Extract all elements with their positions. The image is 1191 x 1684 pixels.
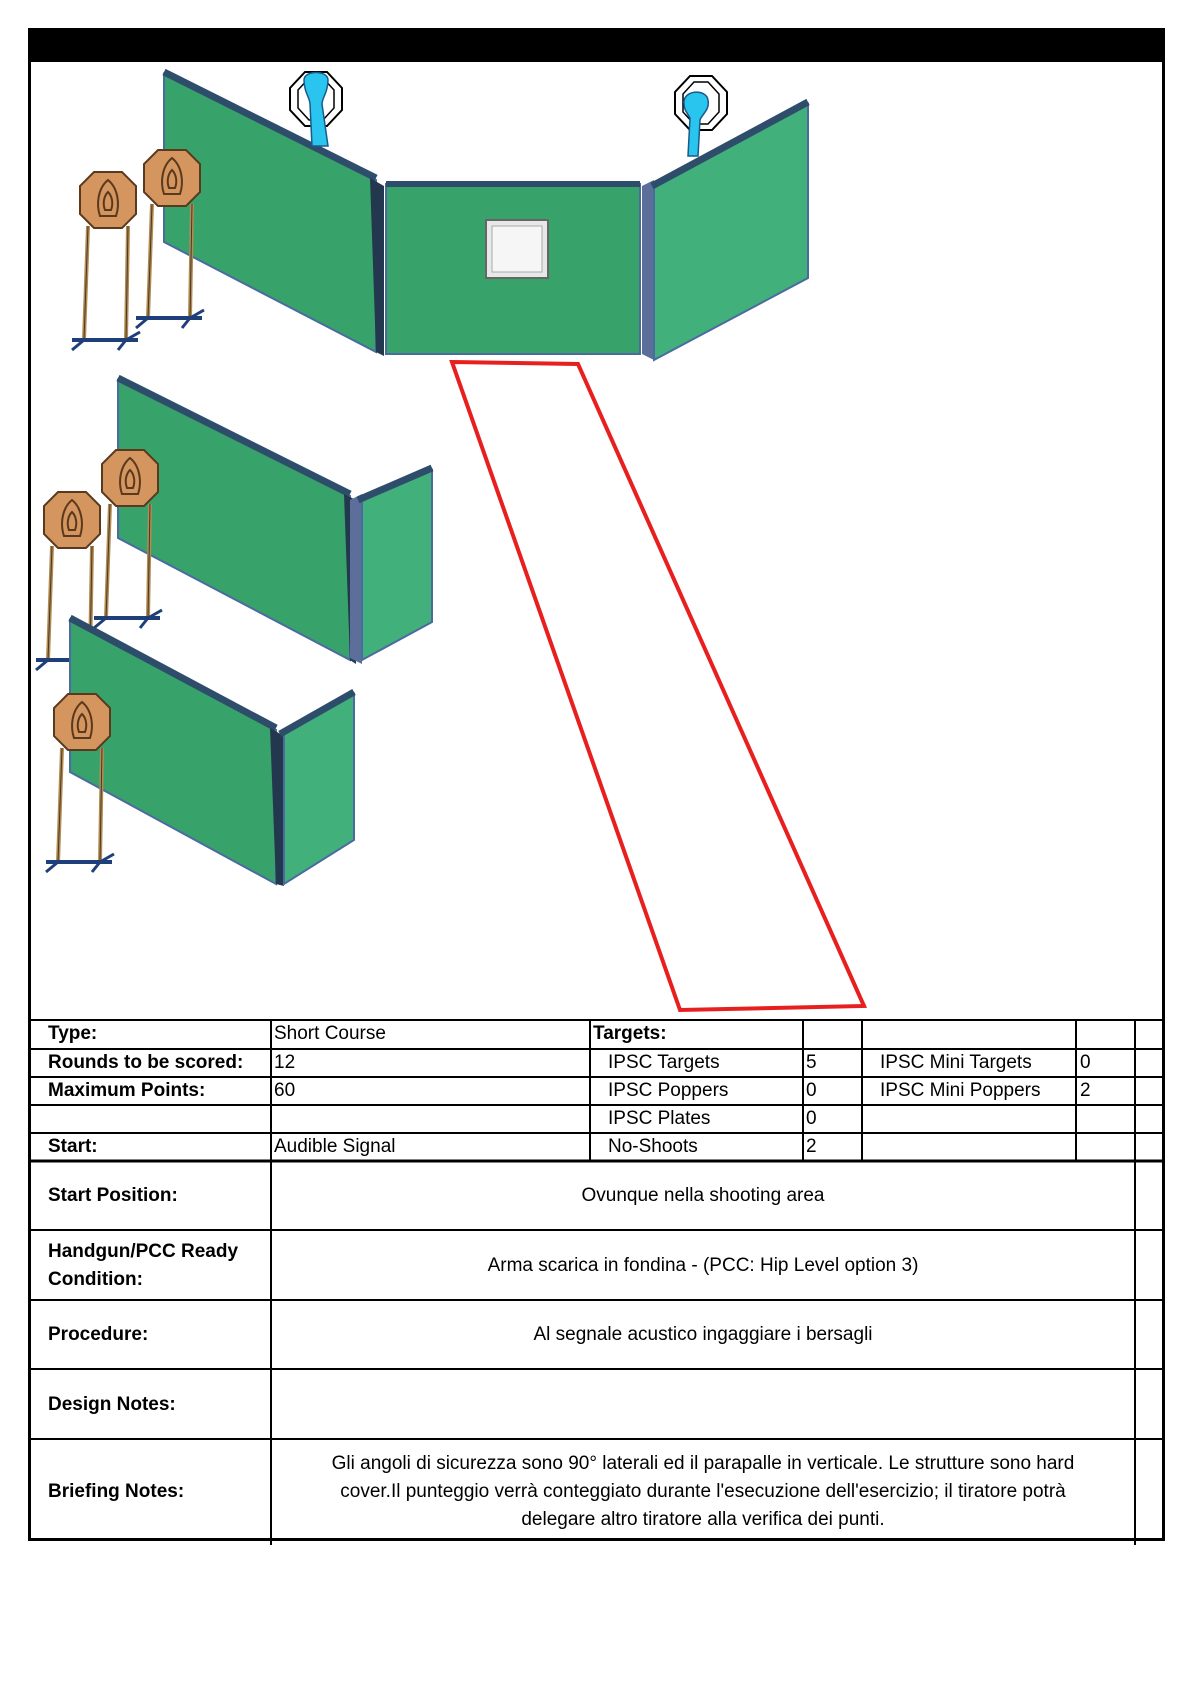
mini-targets-label: IPSC Mini Targets [880, 1052, 1032, 1073]
design-notes-label: Design Notes: [48, 1393, 176, 1415]
mini-popper-icon [289, 71, 343, 147]
window-port-icon [485, 219, 549, 279]
header-bar [28, 28, 1165, 62]
briefing-line-3: delegare altro tiratore alla verifica de… [521, 1509, 885, 1530]
no-shoots-value: 2 [806, 1136, 817, 1157]
points-label: Maximum Points: [48, 1080, 206, 1101]
points-value: 60 [274, 1080, 296, 1101]
wall-middle [116, 374, 434, 664]
wall-center [385, 181, 641, 355]
mini-targets-value: 0 [1080, 1052, 1091, 1073]
ready-condition-label: Handgun/PCC Ready Condition: [48, 1231, 268, 1300]
ipsc-plates-label: IPSC Plates [608, 1108, 711, 1129]
type-value: Short Course [274, 1023, 386, 1044]
wall-lower [68, 614, 356, 886]
ipsc-poppers-value: 0 [806, 1080, 817, 1101]
briefing-line-1: Gli angoli di sicurezza sono 90° lateral… [331, 1453, 1075, 1474]
ready-condition-value: Arma scarica in fondina - (PCC: Hip Leve… [487, 1254, 919, 1276]
shooting-area-icon [449, 359, 868, 1013]
summary-table-grid [30, 1019, 1163, 1545]
ipsc-targets-value: 5 [806, 1052, 817, 1073]
ready-condition-label-line2: Condition: [48, 1268, 143, 1290]
stage-diagram [34, 68, 868, 1013]
briefing-line-2: cover.Il punteggio verrà conteggiato dur… [340, 1481, 1066, 1502]
start-value: Audible Signal [274, 1136, 396, 1157]
start-position-label: Start Position: [48, 1185, 178, 1206]
briefing-notes-value: Gli angoli di sicurezza sono 90° lateral… [272, 1440, 1134, 1544]
no-shoots-label: No-Shoots [608, 1136, 698, 1157]
start-position-value: Ovunque nella shooting area [581, 1185, 825, 1206]
rounds-value: 12 [274, 1052, 296, 1073]
mini-popper-icon [674, 75, 728, 157]
design-notes-value [272, 1370, 1134, 1439]
start-label: Start: [48, 1136, 98, 1157]
procedure-value: Al segnale acustico ingaggiare i bersagl… [533, 1324, 873, 1345]
procedure-label: Procedure: [48, 1324, 149, 1345]
rounds-label: Rounds to be scored: [48, 1052, 244, 1073]
ready-condition-label-line1: Handgun/PCC Ready [48, 1240, 239, 1262]
ipsc-targets-label: IPSC Targets [608, 1052, 720, 1073]
ipsc-poppers-label: IPSC Poppers [608, 1080, 729, 1101]
wall-right-top [642, 98, 810, 362]
briefing-notes-label: Briefing Notes: [48, 1481, 185, 1502]
mini-poppers-label: IPSC Mini Poppers [880, 1080, 1041, 1101]
targets-label: Targets: [593, 1023, 667, 1044]
type-label: Type: [48, 1023, 98, 1044]
mini-poppers-value: 2 [1080, 1080, 1091, 1101]
ipsc-plates-value: 0 [806, 1108, 817, 1129]
